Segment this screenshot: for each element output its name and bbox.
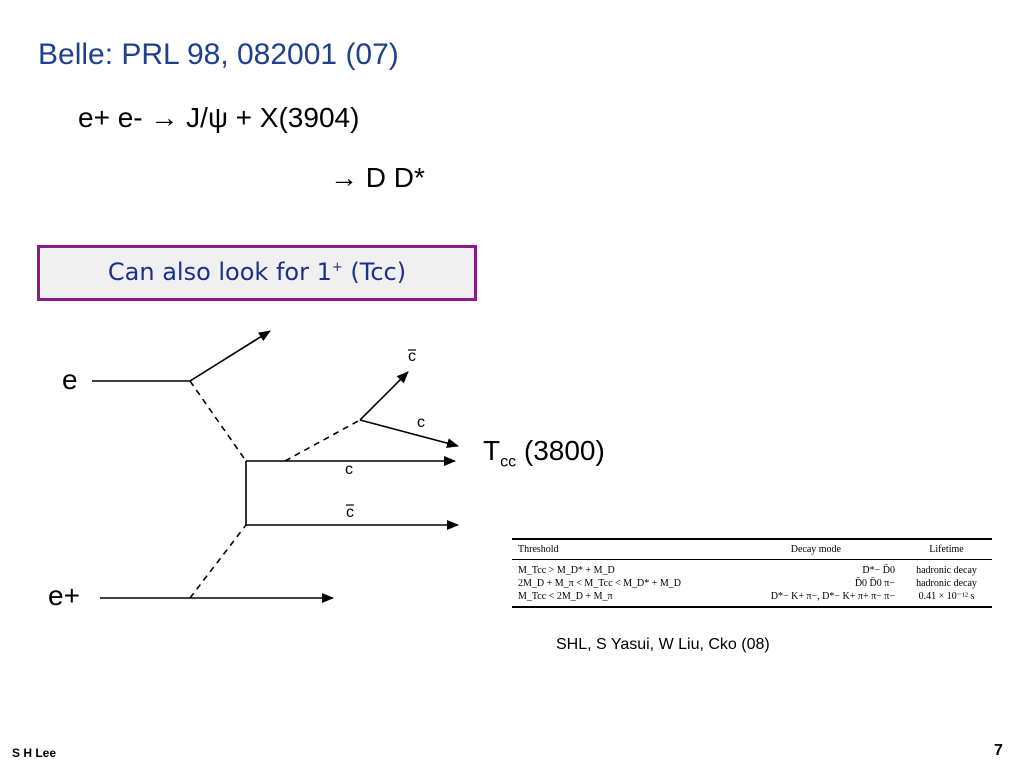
table-header: Lifetime [900,538,992,560]
callout-main: Can also look for 1 [107,258,332,286]
c-bar-bottom-label: c [346,504,354,521]
table-header: Decay mode [730,538,901,560]
callout-text: Can also look for 1+ (Tcc) [40,258,474,286]
c-middle-label: c [345,461,353,478]
tcc-sub: cc [500,453,517,471]
c-bar-top-label: c [408,348,416,365]
threshold-table: Threshold Decay mode Lifetime M_Tcc > M_… [512,538,992,608]
positron-label: e+ [48,580,80,611]
c-bar-produced-line [359,371,409,421]
electron-label: e [62,364,78,395]
table-cell: M_Tcc < 2M_D + M_π [512,590,731,608]
photon-line-bottom [189,524,247,599]
tcc-mass: (3800) [523,435,605,466]
callout-box: Can also look for 1+ (Tcc) [37,245,477,301]
slide-title: Belle: PRL 98, 082001 (07) [38,38,399,71]
photon-line-top [189,380,247,462]
table-cell: hadronic decay [916,565,977,576]
threshold-table-figure: Threshold Decay mode Lifetime M_Tcc > M_… [512,538,992,624]
outgoing-electron-line [189,330,271,382]
reaction-line: e+ e- → J/ψ + X(3904) [78,102,360,133]
tcc-label: Tcc (3800) [483,435,605,472]
c-upper-label: c [417,414,425,431]
table-header-row: Threshold Decay mode Lifetime [512,538,992,560]
table-cell: 0.41 × 10⁻¹² s [900,590,992,608]
table-cell: 2M_D + M_π < M_Tcc < M_D* + M_D [518,578,682,589]
citation: SHL, S Yasui, W Liu, Cko (08) [556,636,770,653]
table-cell: D*− K+ π−, D*− K+ π+ π− π− [730,590,901,608]
table-row: 2M_D + M_π < M_Tcc < M_D* + M_D D̄0 D̄0 … [512,577,992,590]
table-cell: D̄0 D̄0 π− [854,578,895,589]
gluon-line [284,419,361,462]
callout-sup: + [331,260,343,275]
tcc-main: T [483,435,501,466]
table-row: M_Tcc < 2M_D + M_π D*− K+ π−, D*− K+ π+ … [512,590,992,608]
table-row: M_Tcc > M_D* + M_D D*− D̄0 hadronic deca… [512,560,992,578]
page-number: 7 [994,742,1003,759]
footer-author: S H Lee [12,746,57,760]
c-produced-line [359,419,459,449]
table-header: Threshold [512,538,731,560]
decay-line: → D D* [330,162,425,193]
callout-suffix: (Tcc) [350,258,407,286]
table-cell: D*− D̄0 [862,565,895,576]
table-cell: M_Tcc > M_D* + M_D [518,565,615,576]
table-cell: hadronic decay [916,578,977,589]
